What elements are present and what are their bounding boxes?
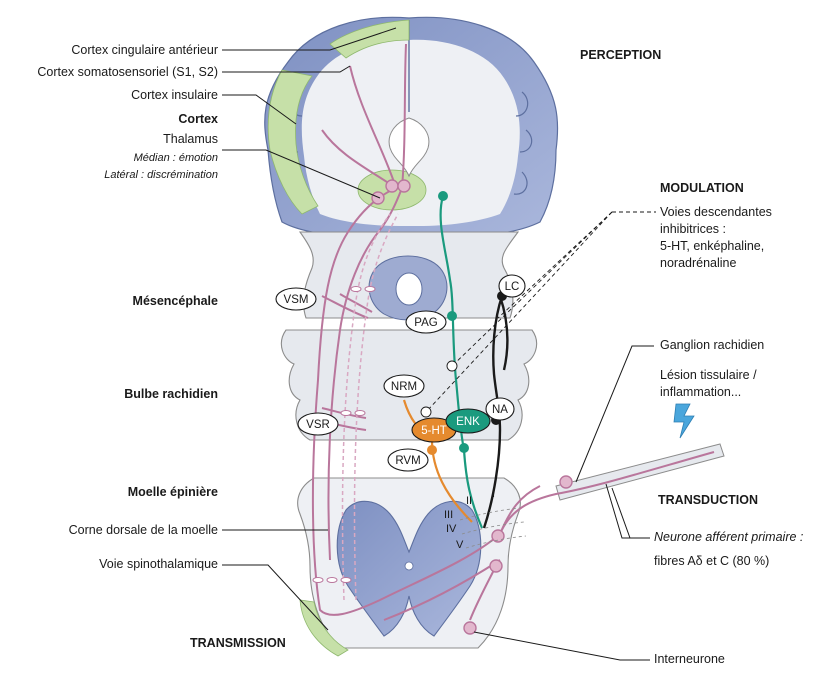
label-interneurone: Interneurone	[654, 652, 725, 667]
lamina-ii: II	[466, 495, 472, 507]
label-modulation: MODULATION	[660, 181, 744, 196]
vsm-label: VSM	[284, 294, 309, 306]
label-transmission: TRANSMISSION	[190, 636, 286, 651]
synapse-marker	[447, 361, 457, 371]
na-label: NA	[492, 404, 508, 416]
label-thalamus: Thalamus	[0, 132, 218, 147]
label-fibres: fibres Aδ et C (80 %)	[654, 554, 769, 569]
label-voies-3: 5-HT, enképhaline,	[660, 239, 764, 254]
label-voies-4: noradrénaline	[660, 256, 736, 271]
label-voies-2: inhibitrices :	[660, 222, 726, 237]
enk-neuron-bulbe	[459, 443, 469, 453]
label-neurone-afferent: Neurone afférent primaire :	[654, 530, 803, 545]
label-cortex: Cortex	[0, 112, 218, 127]
lightning-icon	[674, 404, 694, 438]
lamina-iii: III	[444, 509, 453, 521]
lamina-v: V	[456, 539, 464, 551]
label-bulbe: Bulbe rachidien	[0, 387, 218, 402]
label-ganglion: Ganglion rachidien	[660, 338, 764, 353]
mesencephalon	[300, 232, 518, 320]
enk-label: ENK	[456, 416, 480, 428]
label-lesion-1: Lésion tissulaire /	[660, 368, 757, 383]
vsr-label: VSR	[306, 419, 330, 431]
rvm-label: RVM	[395, 455, 420, 467]
lc-label: LC	[505, 281, 520, 293]
label-dorsal-horn: Corne dorsale de la moelle	[0, 523, 218, 538]
label-voies-1: Voies descendantes	[660, 205, 772, 220]
label-lesion-2: inflammation...	[660, 385, 741, 400]
lamina-i: I	[492, 488, 495, 500]
label-insular: Cortex insulaire	[0, 88, 218, 103]
label-median: Médian : émotion	[0, 151, 218, 166]
label-transduction: TRANSDUCTION	[658, 493, 758, 508]
label-anterior-cingulate: Cortex cingulaire antérieur	[0, 43, 218, 58]
label-perception: PERCEPTION	[580, 48, 661, 63]
label-moelle: Moelle épinière	[0, 485, 218, 500]
5ht-label: 5-HT	[421, 425, 447, 437]
nrm-label: NRM	[391, 381, 417, 393]
spinal-cord	[298, 444, 724, 656]
label-spinothalamic: Voie spinothalamique	[0, 557, 218, 572]
label-somatosensory: Cortex somatosensoriel (S1, S2)	[0, 65, 218, 80]
enk-neuron-top	[438, 191, 448, 201]
label-mesencephale: Mésencéphale	[0, 294, 218, 309]
synapse-marker	[421, 407, 431, 417]
pag-label: PAG	[414, 317, 437, 329]
5ht-neuron	[427, 445, 437, 455]
lamina-iv: IV	[446, 523, 457, 535]
label-lateral: Latéral : discrémination	[0, 168, 218, 183]
enk-neuron-pag	[447, 311, 457, 321]
